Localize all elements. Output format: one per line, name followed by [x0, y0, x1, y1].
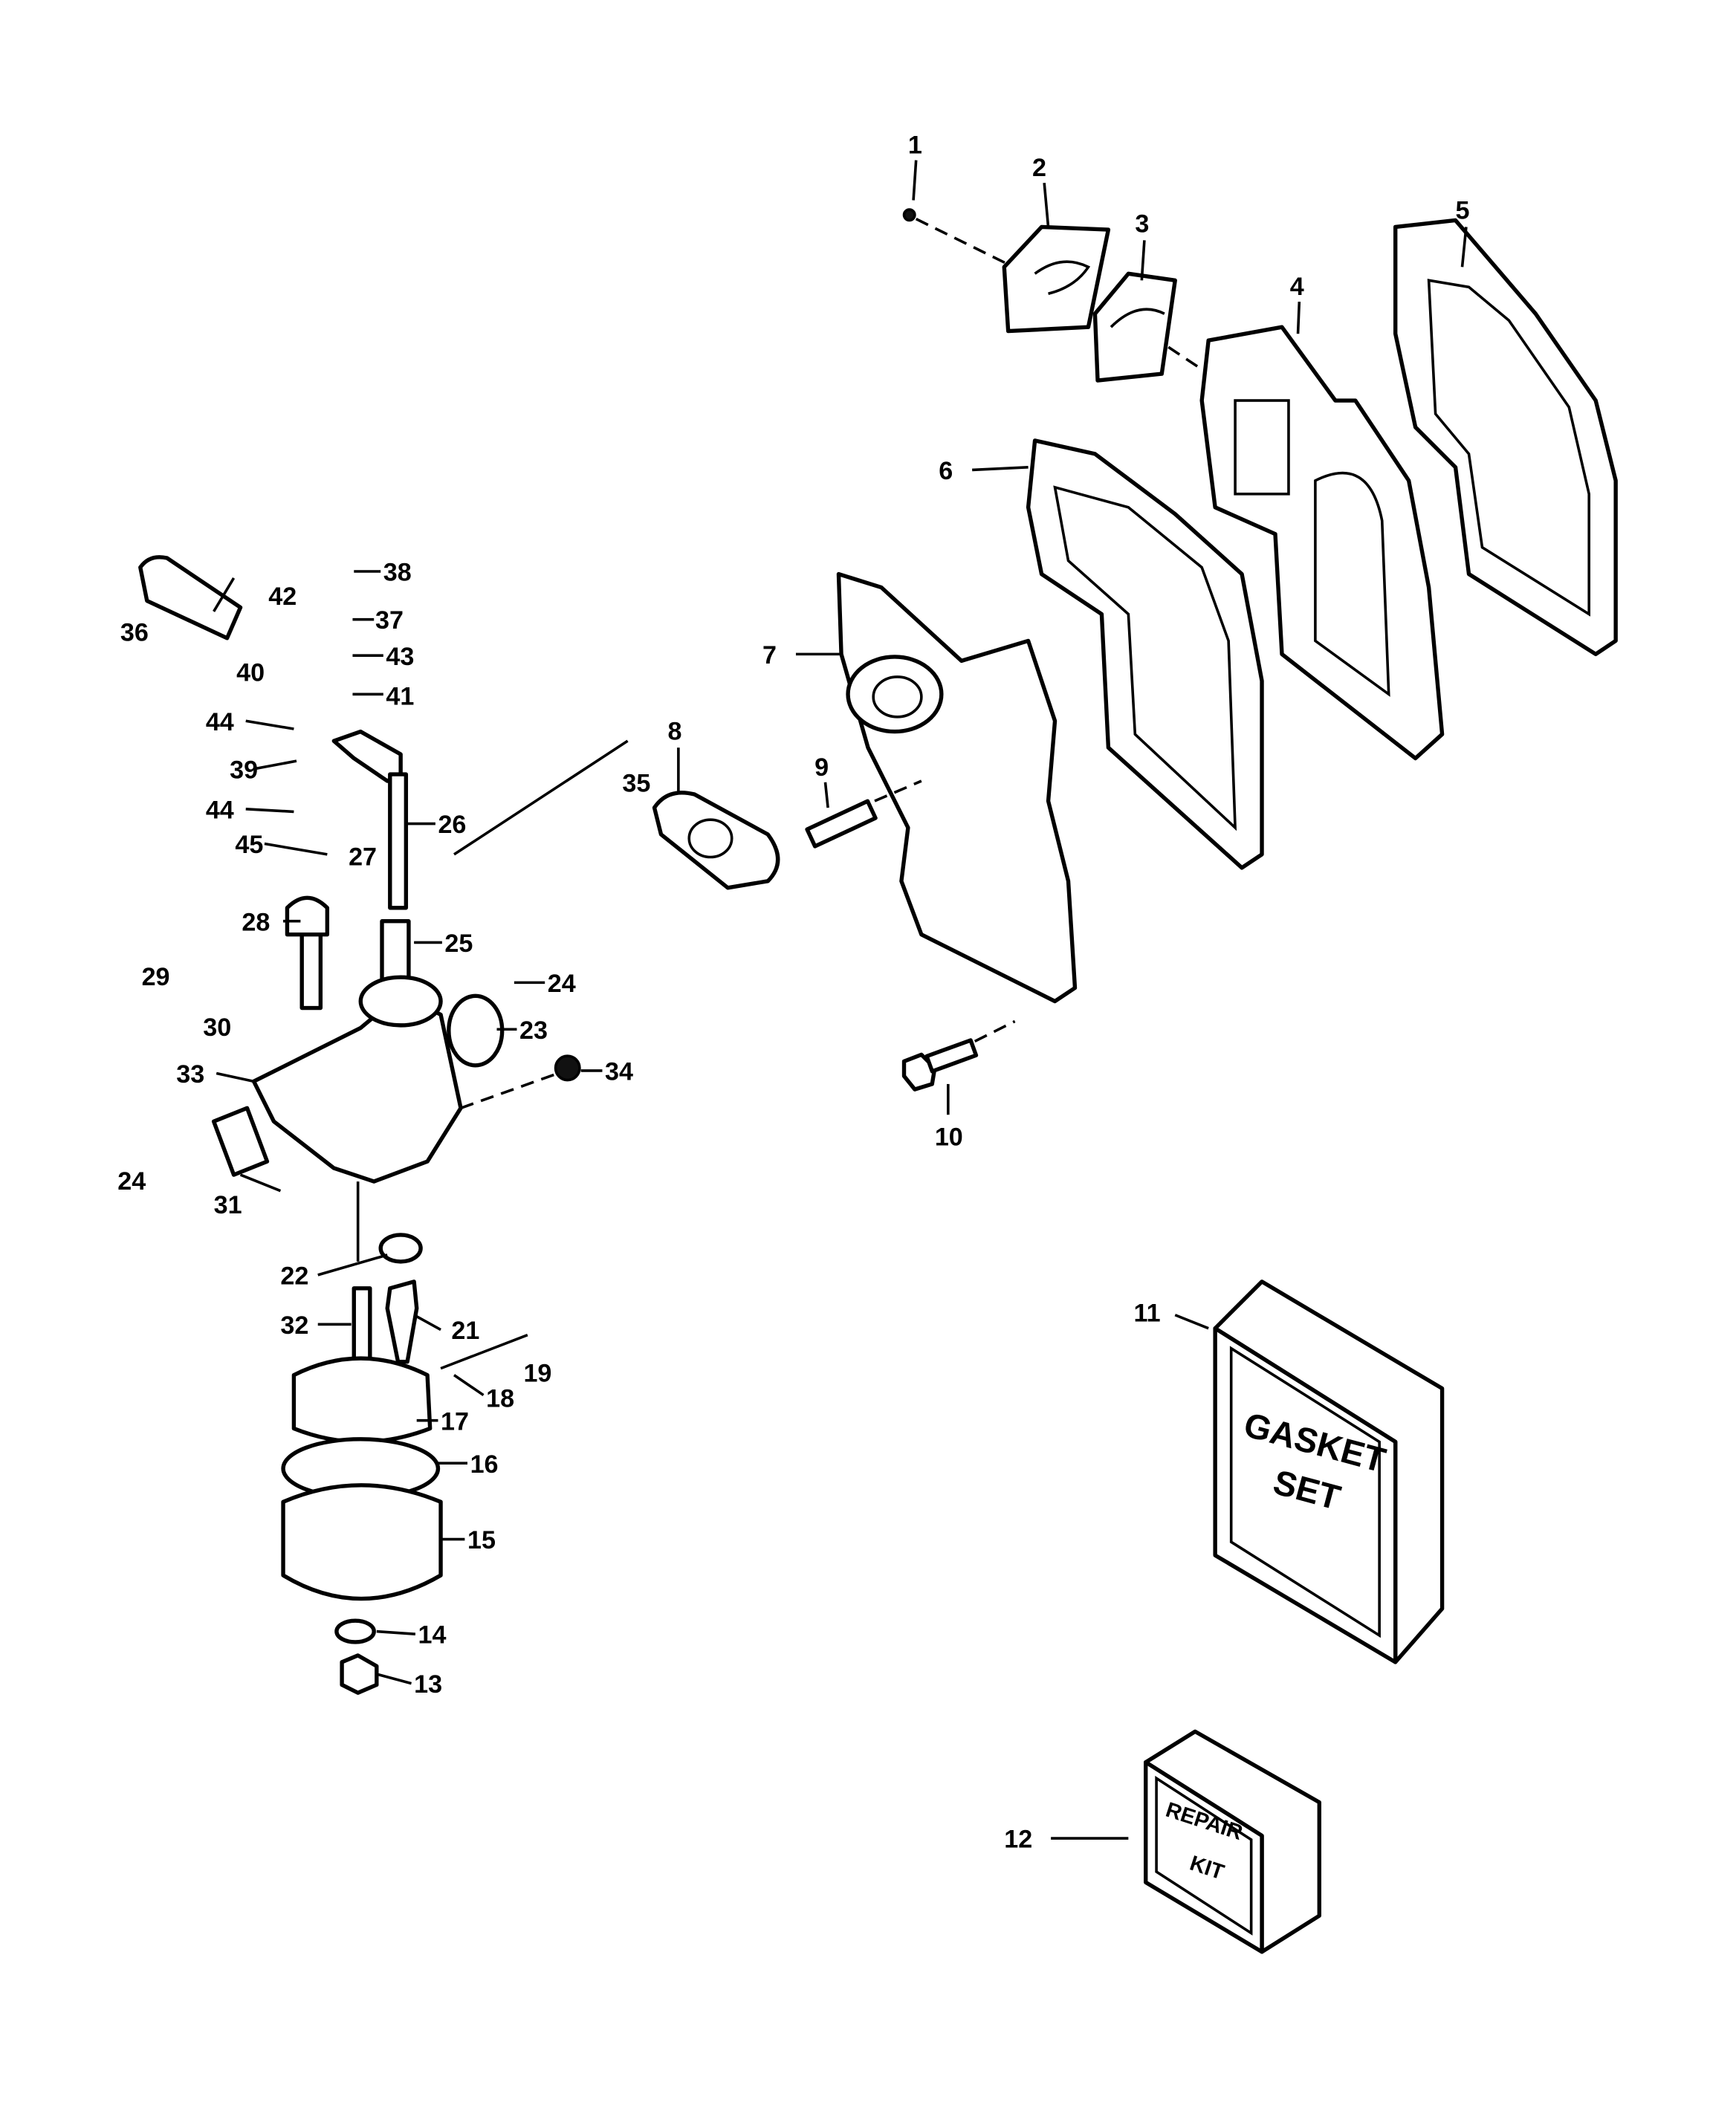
- part-7-intake-adapter: [836, 571, 1078, 1004]
- part-6-gasket: [1026, 438, 1264, 870]
- leader-lines: [213, 160, 1468, 1840]
- callout-17: 17: [441, 1407, 469, 1436]
- callout-19: 19: [523, 1360, 551, 1388]
- part-12-repair-kit-box: REPAIR KIT: [1144, 1729, 1321, 1954]
- callout-5: 5: [1456, 197, 1470, 225]
- callout-26: 26: [438, 811, 466, 839]
- callout-33: 33: [176, 1060, 204, 1089]
- leader-line: [264, 842, 328, 856]
- callout-45: 45: [235, 831, 263, 859]
- callout-3: 3: [1135, 210, 1149, 239]
- callout-16: 16: [470, 1450, 499, 1479]
- carburetor-assembly: [138, 555, 629, 1695]
- callout-11: 11: [1134, 1300, 1161, 1328]
- callout-28: 28: [242, 908, 270, 936]
- part-11-gasket-set-box: GASKET SET: [1213, 1280, 1445, 1664]
- part-4-reed-block: [1199, 325, 1445, 761]
- leader-line: [1043, 182, 1050, 227]
- callout-24: 24: [548, 970, 576, 998]
- callout-44: 44: [206, 708, 234, 736]
- callout-40: 40: [236, 658, 265, 687]
- part-8-flange-gasket: [652, 791, 780, 890]
- callout-37: 37: [375, 606, 404, 635]
- leader-line: [823, 782, 829, 808]
- callout-36: 36: [120, 618, 149, 646]
- callout-8: 8: [667, 717, 681, 745]
- callout-29: 29: [142, 963, 170, 991]
- leader-line: [376, 1629, 416, 1635]
- part-3-reed-petal: [1092, 271, 1210, 383]
- callout-7: 7: [762, 641, 777, 669]
- leader-line: [453, 1374, 485, 1397]
- callout-1: 1: [908, 132, 922, 160]
- leader-line: [413, 1314, 441, 1332]
- callout-32: 32: [280, 1311, 308, 1340]
- leader-line: [1460, 227, 1468, 267]
- part-1-screw: [902, 208, 1009, 266]
- part-2-reed-stop: [1002, 224, 1111, 334]
- callout-22: 22: [280, 1262, 308, 1290]
- callout-10: 10: [935, 1123, 963, 1152]
- callout-41: 41: [386, 683, 414, 711]
- callout-2: 2: [1032, 154, 1046, 182]
- callout-4: 4: [1290, 273, 1304, 301]
- callout-38: 38: [383, 559, 412, 587]
- callout-14: 14: [418, 1621, 447, 1650]
- callout-27: 27: [349, 843, 377, 871]
- leader-line: [213, 577, 236, 612]
- callout-25: 25: [444, 930, 473, 958]
- callout-labels: 1234567891011121314151617181921222324242…: [117, 132, 1469, 1854]
- callout-18: 18: [486, 1385, 514, 1413]
- callout-6: 6: [939, 457, 953, 485]
- leader-line: [317, 1254, 388, 1277]
- callout-21: 21: [451, 1317, 479, 1345]
- callout-43: 43: [386, 643, 414, 671]
- leader-line: [253, 759, 297, 771]
- callout-13: 13: [414, 1670, 442, 1699]
- callout-12: 12: [1004, 1826, 1032, 1854]
- callout-31: 31: [214, 1191, 242, 1219]
- callout-34: 34: [605, 1058, 633, 1086]
- leader-line: [216, 1071, 254, 1083]
- callout-24: 24: [117, 1167, 146, 1196]
- leader-line: [972, 466, 1029, 472]
- callout-9: 9: [814, 753, 829, 782]
- leader-line: [376, 1673, 412, 1685]
- leader-line: [245, 719, 294, 730]
- part-9-stud: [805, 779, 922, 849]
- callout-15: 15: [467, 1526, 496, 1554]
- callout-35: 35: [622, 769, 650, 797]
- part-10-bolt: [901, 1019, 1016, 1092]
- callout-39: 39: [230, 756, 258, 784]
- callout-23: 23: [519, 1016, 548, 1045]
- leader-line: [1296, 301, 1301, 334]
- leader-line: [912, 160, 918, 201]
- callout-30: 30: [203, 1014, 231, 1042]
- callout-44: 44: [206, 796, 234, 824]
- leader-line: [1140, 240, 1146, 281]
- leader-line: [1174, 1314, 1209, 1330]
- part-5-gasket: [1393, 218, 1618, 657]
- callout-42: 42: [268, 583, 297, 611]
- leader-line: [239, 1173, 282, 1193]
- leader-line: [245, 808, 294, 814]
